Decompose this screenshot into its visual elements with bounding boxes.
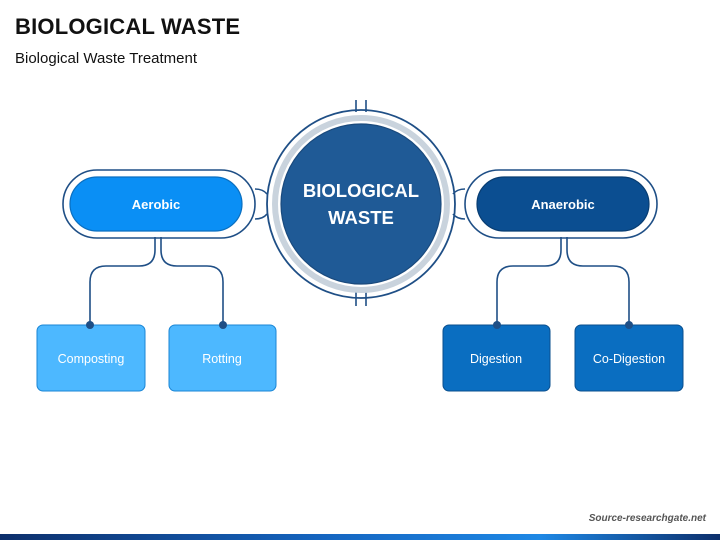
center-label-line1: BIOLOGICAL	[303, 180, 419, 201]
anaerobic-node[interactable]	[476, 176, 650, 232]
composting-dot	[86, 321, 94, 329]
page-title: BIOLOGICAL WASTE	[15, 14, 241, 39]
aerobic-outline	[62, 169, 256, 239]
connector-dots	[86, 321, 633, 329]
anaerobic-label: Anaerobic	[531, 197, 595, 212]
bottom-accent-bar	[0, 534, 720, 540]
composting-label: Composting	[58, 352, 125, 366]
digestion-label: Digestion	[470, 352, 522, 366]
center-outer-ring	[266, 109, 456, 299]
co-digestion-dot	[625, 321, 633, 329]
left-bridge	[254, 188, 268, 220]
center-node	[280, 123, 442, 285]
anaerobic-outline	[464, 169, 658, 239]
digestion-dot	[493, 321, 501, 329]
center-label-line2: WASTE	[328, 207, 394, 228]
rotting-dot	[219, 321, 227, 329]
aerobic-label: Aerobic	[132, 197, 180, 212]
right-connectors	[496, 237, 630, 325]
page-subtitle: Biological Waste Treatment	[15, 50, 198, 67]
rotting-label: Rotting	[202, 352, 242, 366]
aerobic-node[interactable]	[69, 176, 243, 232]
co-digestion-label: Co-Digestion	[593, 352, 665, 366]
source-credit: Source-researchgate.net	[588, 513, 706, 524]
left-connectors	[89, 237, 224, 325]
